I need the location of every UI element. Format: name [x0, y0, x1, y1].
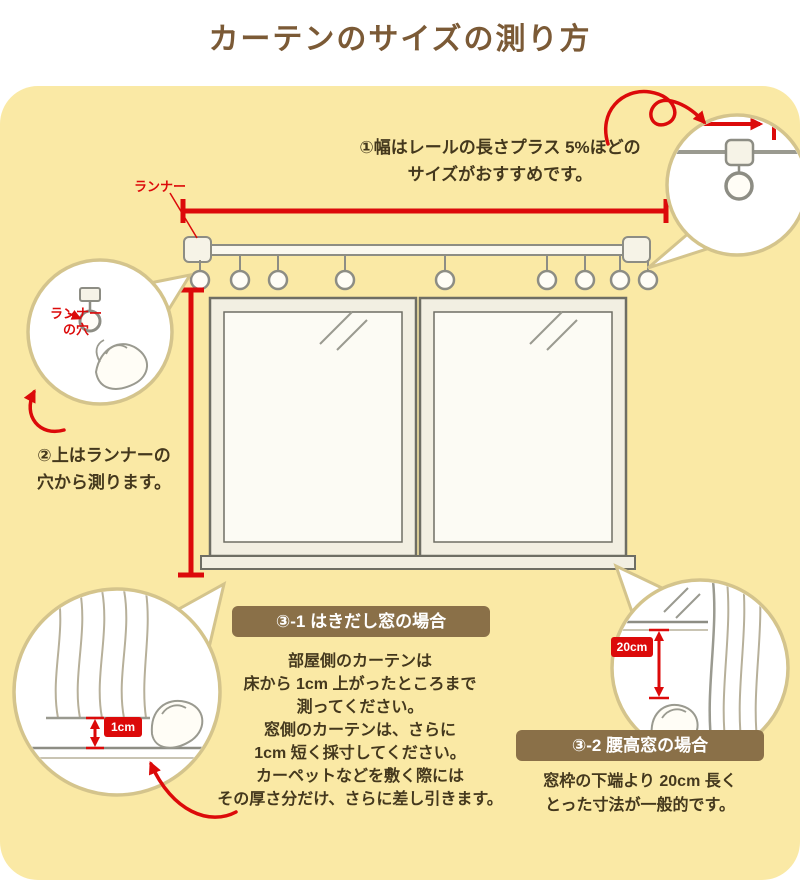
step2-line: ②上はランナーの — [37, 446, 171, 465]
one-cm-label: 1cm — [104, 717, 142, 737]
runner-hole-line: ランナー — [49, 306, 102, 321]
step2-note: ②上はランナーの 穴から測ります。 — [16, 442, 192, 496]
paragraph-line: 測ってください。 — [296, 699, 424, 716]
step2-line: 穴から測ります。 — [36, 473, 172, 492]
step3-1-paragraph: 部屋側のカーテンは 床から 1cm 上がったところまで 測ってください。 窓側の… — [200, 650, 520, 811]
paragraph-line: とった寸法が一般的です。 — [545, 797, 735, 814]
page-title: カーテンのサイズの測り方 — [208, 23, 592, 56]
step1-line: ①幅はレールの長さプラス 5%ほどの — [359, 138, 641, 157]
runner-label: ランナー — [134, 179, 187, 194]
paragraph-line: その厚さ分だけ、さらに差し引きます。 — [217, 791, 503, 808]
paragraph-line: 窓側のカーテンは、さらに — [263, 722, 456, 739]
runner-hole-label: ランナー の穴 — [36, 306, 116, 338]
paragraph-line: 部屋側のカーテンは — [287, 653, 432, 670]
paragraph-line: 窓枠の下端より 20cm 長く — [543, 773, 737, 790]
runner-hole-line: の穴 — [62, 322, 89, 337]
paragraph-line: カーペットなどを敷く際には — [255, 768, 464, 785]
step1-line: サイズがおすすめです。 — [407, 165, 593, 184]
step3-1-badge: ③-1 はきだし窓の場合 — [232, 606, 490, 637]
twenty-cm-label: 20cm — [611, 637, 653, 657]
step1-note: ①幅はレールの長さプラス 5%ほどの サイズがおすすめです。 — [330, 134, 670, 188]
paragraph-line: 床から 1cm 上がったところまで — [243, 676, 477, 693]
step3-2-paragraph: 窓枠の下端より 20cm 長く とった寸法が一般的です。 — [500, 770, 780, 818]
paragraph-line: 1cm 短く採寸してください。 — [254, 745, 466, 762]
step3-2-badge: ③-2 腰高窓の場合 — [516, 730, 764, 761]
